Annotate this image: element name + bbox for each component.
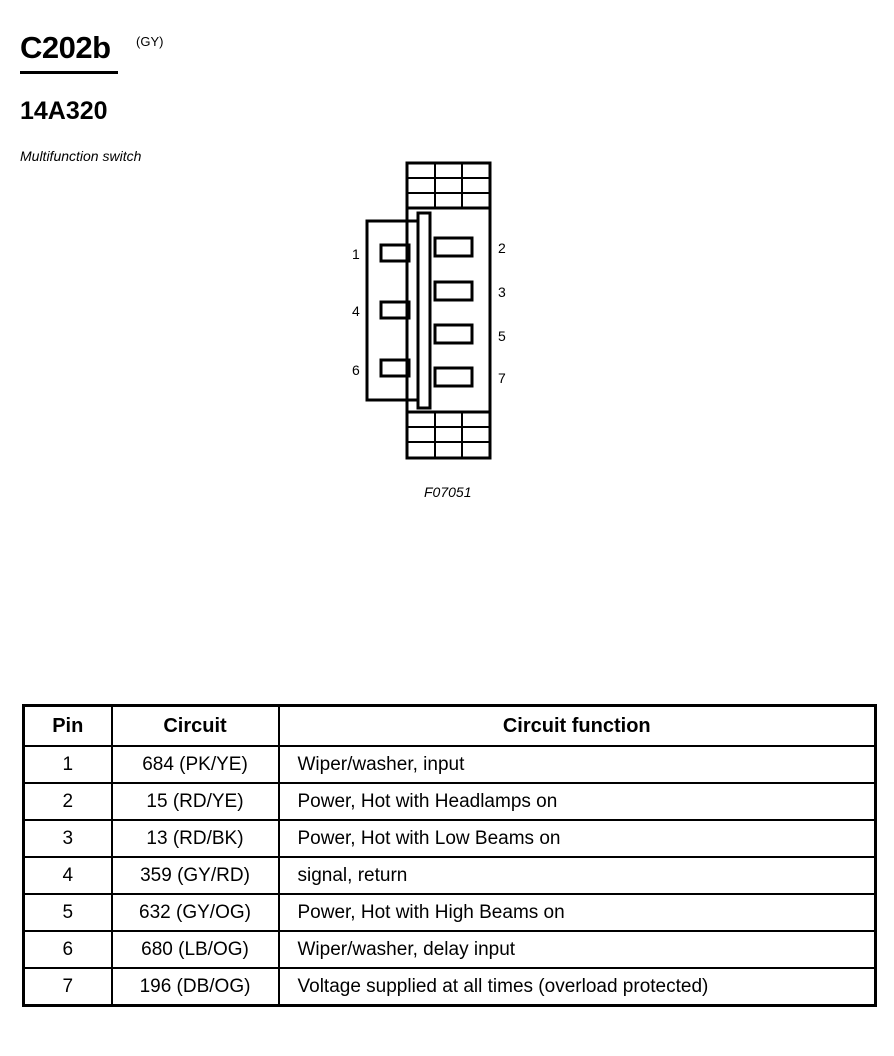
cell-circuit: 632 (GY/OG) (110, 893, 280, 932)
connector-divider-bar (416, 211, 432, 410)
connector-bottom-latch (405, 410, 492, 460)
cell-pin: 4 (22, 856, 113, 895)
pin-label-6: 6 (352, 362, 360, 378)
cell-pin: 6 (22, 930, 113, 969)
cell-circuit-function: Power, Hot with Headlamps on (277, 782, 877, 821)
pin-cavity-5 (433, 323, 474, 345)
connector-id-underline (20, 71, 118, 74)
cell-pin: 7 (22, 967, 113, 1007)
cell-circuit: 680 (LB/OG) (110, 930, 280, 969)
component-name: Multifunction switch (20, 148, 142, 164)
pin-label-3: 3 (498, 284, 506, 300)
header-circuit: Circuit (110, 704, 280, 747)
color-code: (GY) (136, 34, 164, 49)
cell-circuit-function: Power, Hot with Low Beams on (277, 819, 877, 858)
cell-pin: 2 (22, 782, 113, 821)
pin-label-7: 7 (498, 370, 506, 386)
cell-circuit-function: Wiper/washer, input (277, 745, 877, 784)
cell-pin: 5 (22, 893, 113, 932)
cell-circuit: 13 (RD/BK) (110, 819, 280, 858)
connector-left-housing (365, 219, 421, 402)
pin-cavity-4 (379, 300, 411, 320)
pin-cavity-6 (379, 358, 411, 378)
pin-cavity-2 (433, 236, 474, 258)
pin-label-2: 2 (498, 240, 506, 256)
connector-body (405, 206, 492, 414)
pin-label-5: 5 (498, 328, 506, 344)
cell-circuit: 196 (DB/OG) (110, 967, 280, 1007)
cell-circuit: 684 (PK/YE) (110, 745, 280, 784)
pin-label-1: 1 (352, 246, 360, 262)
part-number: 14A320 (20, 97, 108, 125)
connector-face-diagram: 1 4 6 2 3 5 7 (352, 161, 506, 460)
header-pin: Pin (22, 704, 113, 747)
cell-circuit: 15 (RD/YE) (110, 782, 280, 821)
cell-pin: 3 (22, 819, 113, 858)
cell-circuit: 359 (GY/RD) (110, 856, 280, 895)
pin-cavity-7 (433, 366, 474, 388)
pin-cavity-1 (379, 243, 411, 263)
pin-cavity-3 (433, 280, 474, 302)
table-header-row: Pin Circuit Circuit function (22, 704, 877, 747)
cell-circuit-function: Power, Hot with High Beams on (277, 893, 877, 932)
connector-top-latch (405, 161, 492, 210)
cell-circuit-function: Wiper/washer, delay input (277, 930, 877, 969)
figure-id: F07051 (424, 484, 472, 500)
cell-pin: 1 (22, 745, 113, 784)
header-circuit-function: Circuit function (277, 704, 877, 747)
pin-label-4: 4 (352, 303, 360, 319)
cell-circuit-function: signal, return (277, 856, 877, 895)
cell-circuit-function: Voltage supplied at all times (overload … (277, 967, 877, 1007)
connector-id: C202b (20, 30, 111, 65)
